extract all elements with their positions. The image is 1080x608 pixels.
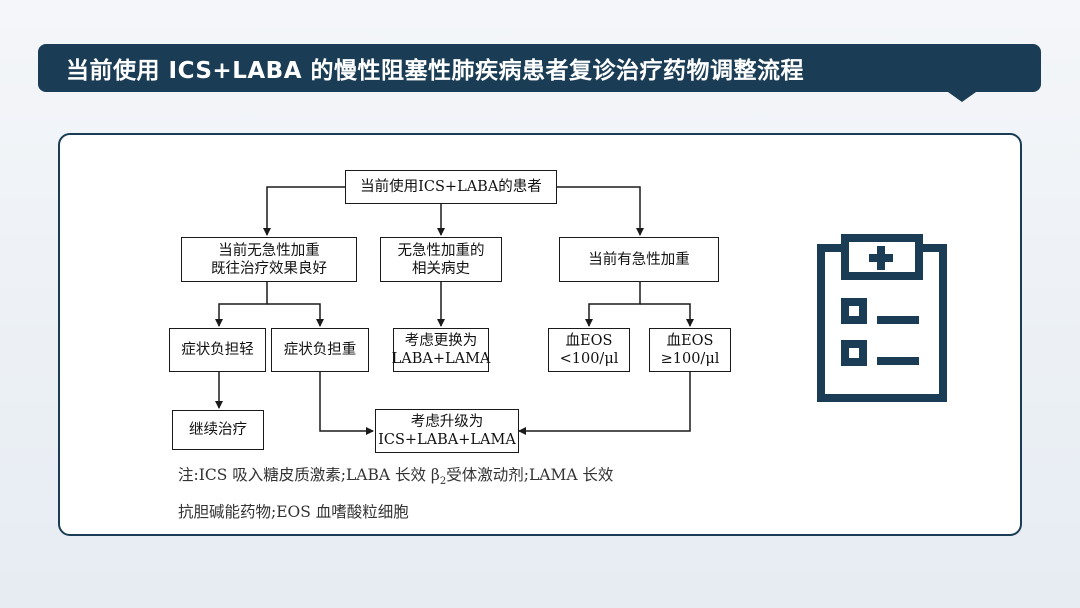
page-title: 当前使用 ICS+LABA 的慢性阻塞性肺疾病患者复诊治疗药物调整流程 xyxy=(66,58,805,84)
node-upgrade-triple: 考虑升级为 ICS+LABA+LAMA xyxy=(375,409,519,453)
footnote-line-1: 注:ICS 吸入糖皮质激素;LABA 长效 β2受体激动剂;LAMA 长效 xyxy=(178,466,614,488)
node-no-exacerbation-good-response: 当前无急性加重 既往治疗效果良好 xyxy=(181,237,357,282)
node-eos-low: 血EOS <100/μl xyxy=(548,328,630,372)
connector-left-heavy xyxy=(267,303,324,327)
connector-root-left xyxy=(263,186,345,236)
connector-left-split xyxy=(215,282,268,327)
footnote: 注:ICS 吸入糖皮质激素;LABA 长效 β2受体激动剂;LAMA 长效 抗胆… xyxy=(178,460,748,527)
connector-eos-upgrade xyxy=(518,372,691,435)
connector-right-split xyxy=(585,282,641,327)
node-no-exacerbation-history: 无急性加重的 相关病史 xyxy=(380,237,502,282)
title-banner: 当前使用 ICS+LABA 的慢性阻塞性肺疾病患者复诊治疗药物调整流程 xyxy=(38,44,1041,92)
connector-root-right xyxy=(557,186,644,236)
clipboard-checklist-icon xyxy=(815,232,949,408)
node-switch-laba-lama: 考虑更换为 LABA+LAMA xyxy=(392,328,490,372)
title-notch xyxy=(948,92,976,102)
node-eos-high: 血EOS ≥100/μl xyxy=(649,328,731,372)
node-symptom-mild: 症状负担轻 xyxy=(169,328,266,372)
node-current-exacerbation: 当前有急性加重 xyxy=(559,237,719,282)
connector-heavy-upgrade xyxy=(319,372,374,435)
connector-right-high xyxy=(640,303,694,327)
node-continue-treatment: 继续治疗 xyxy=(172,410,264,450)
node-root: 当前使用ICS+LABA的患者 xyxy=(345,170,557,204)
footnote-line-2: 抗胆碱能药物;EOS 血嗜酸粒细胞 xyxy=(178,503,409,522)
node-symptom-heavy: 症状负担重 xyxy=(271,328,369,372)
